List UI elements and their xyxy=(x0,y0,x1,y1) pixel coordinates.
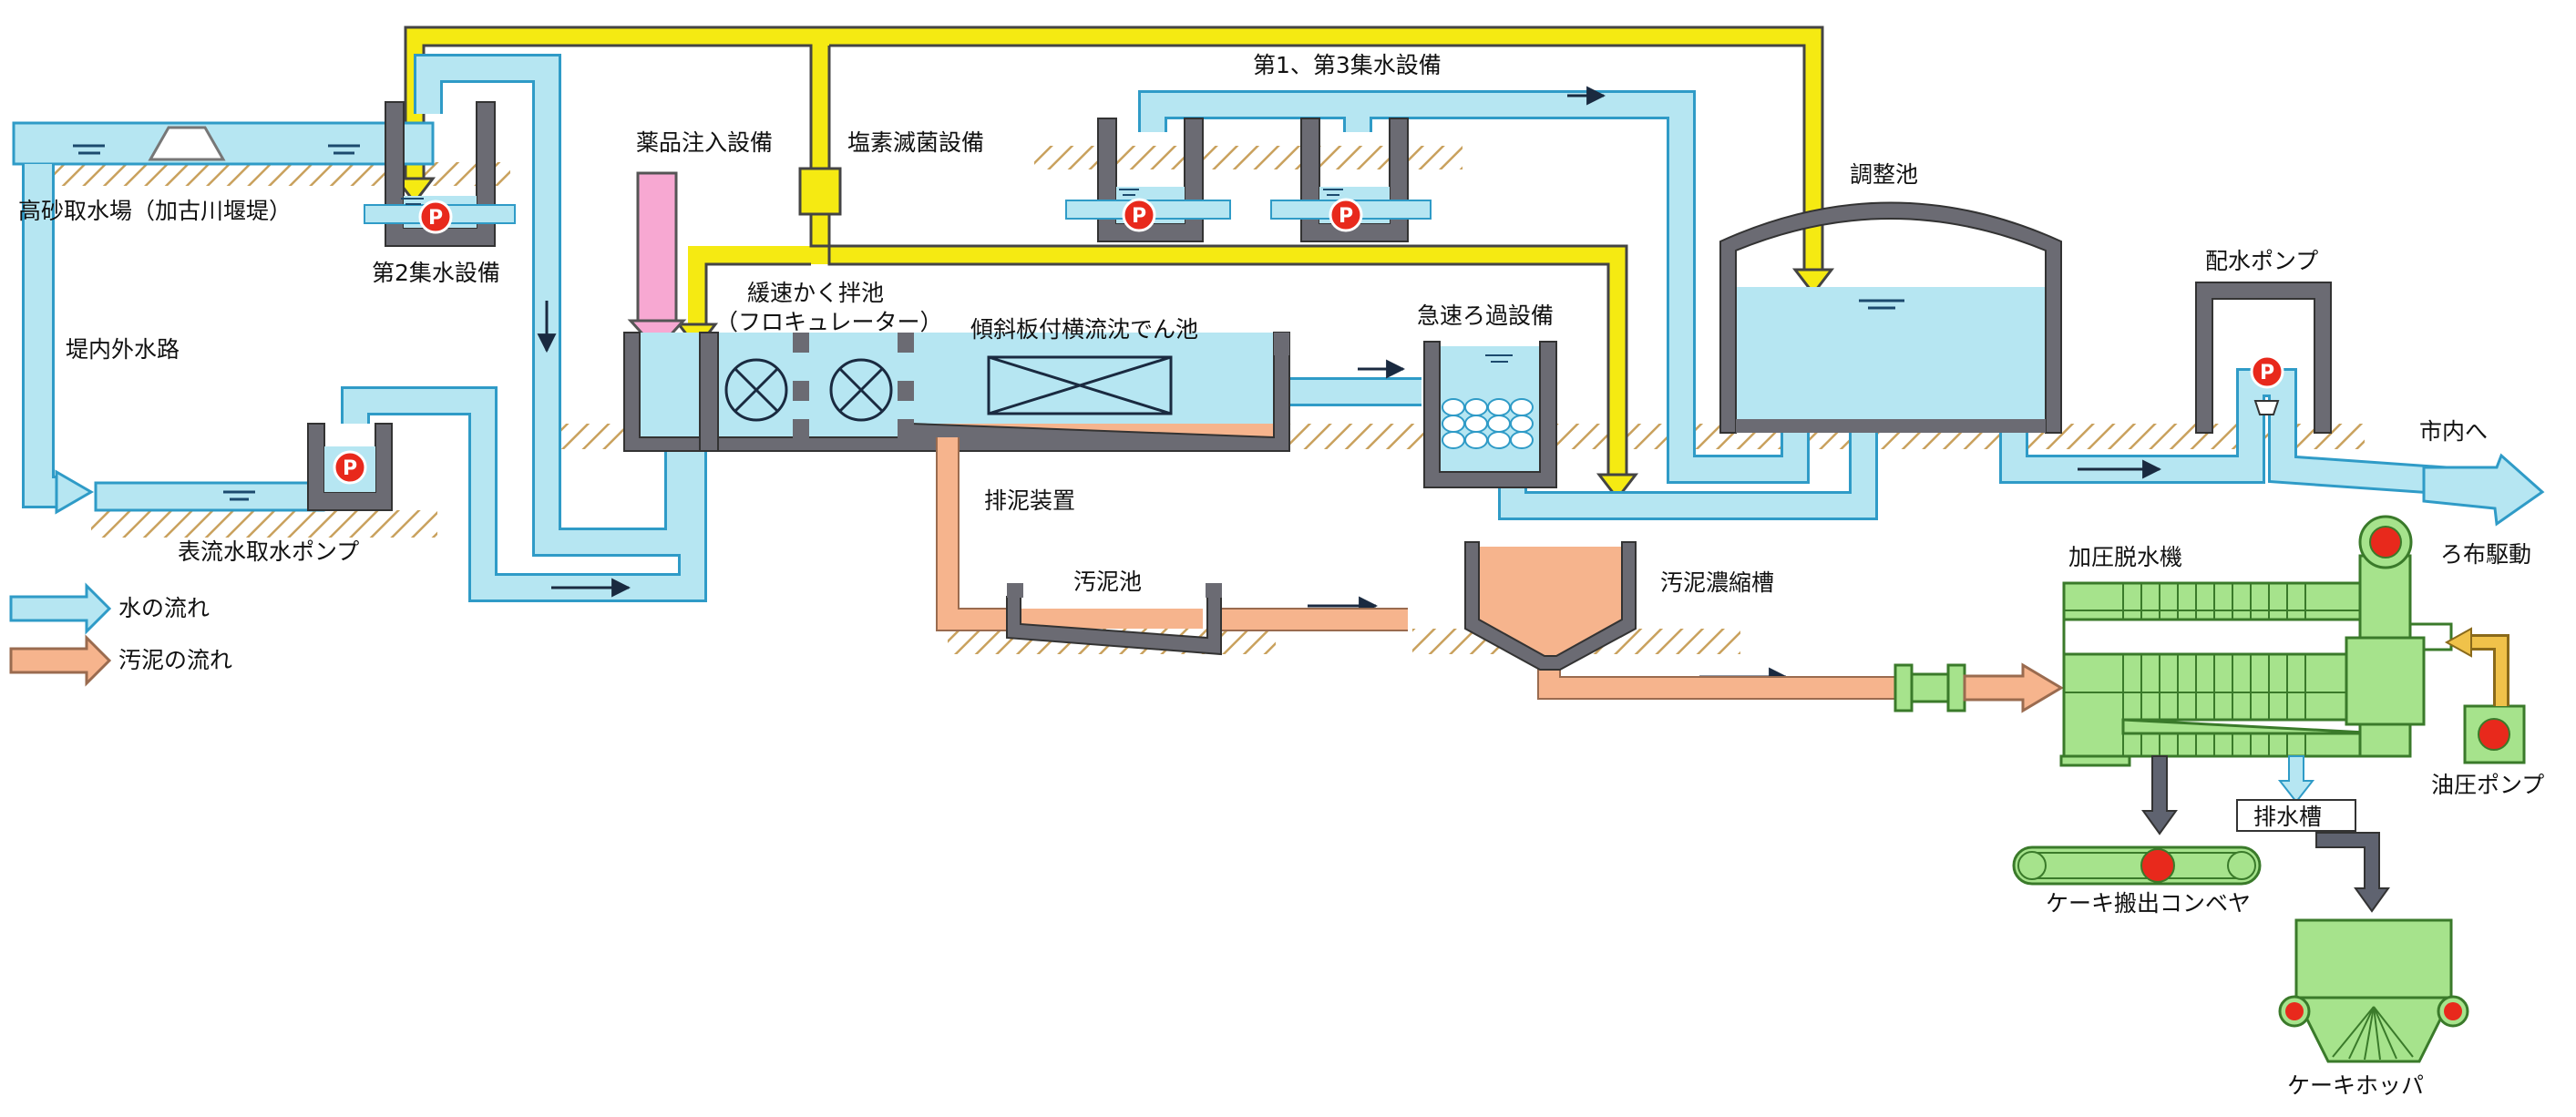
label-sludge-pond: 汚泥池 xyxy=(1073,569,1142,595)
label-to-city: 市内へ xyxy=(2419,418,2488,445)
sludge-to-dehydrator-arrow xyxy=(1963,662,2064,713)
legend-water-arrow xyxy=(9,582,112,635)
label-cloth-drive: ろ布駆動 xyxy=(2440,541,2531,568)
levee-channel xyxy=(22,164,59,508)
chlorination-line-outline xyxy=(404,26,1824,478)
chemical-injection-equipment xyxy=(627,171,687,353)
treatment-basins xyxy=(623,332,1290,452)
drain-tank-box xyxy=(2236,799,2356,832)
adjustment-tank xyxy=(1719,201,2062,434)
label-cake-conveyor: ケーキ搬出コンベヤ xyxy=(2046,890,2251,917)
label-press-dehydrator: 加圧脱水機 xyxy=(2068,544,2182,570)
label-levee-channel: 堤内外水路 xyxy=(66,336,180,363)
label-rapid-filter: 急速ろ過設備 xyxy=(1417,302,1554,329)
label-surface-pump: 表流水取水ポンプ xyxy=(178,538,359,565)
surface-pump-station: P xyxy=(307,423,393,511)
dehydrator-output-arrows xyxy=(2141,755,2390,913)
legend-sludge-arrow xyxy=(9,634,112,687)
sludge-thickener xyxy=(1464,541,1637,671)
chlorination-injector xyxy=(798,167,842,216)
legend-sludge-label: 汚泥の流れ xyxy=(118,647,232,673)
svg-text:P: P xyxy=(343,457,357,480)
sludge-pipe-coupling xyxy=(1894,663,1966,712)
svg-text:P: P xyxy=(1339,205,1353,228)
label-adjustment-tank: 調整池 xyxy=(1850,161,1918,188)
hopper-motor-left xyxy=(2285,1002,2304,1020)
label-distribution-pump: 配水ポンプ xyxy=(2205,248,2318,274)
label-no1-no3-collection: 第1、第3集水設備 xyxy=(1253,52,1442,78)
legend: 水の流れ 汚泥の流れ xyxy=(9,582,232,687)
no1-no3-collection-facility: P P xyxy=(1065,118,1432,242)
surface-canal xyxy=(94,481,325,512)
label-takasago-intake: 高砂取水場（加古川堰堤） xyxy=(18,198,292,224)
rapid-filter xyxy=(1423,341,1557,488)
distribution-pump-station: P xyxy=(2195,282,2332,434)
label-sludge-thickener: 汚泥濃縮槽 xyxy=(1660,569,1774,596)
press-dehydrator xyxy=(2059,515,2453,767)
cake-hopper xyxy=(2278,918,2469,1063)
sludge-pipes xyxy=(936,437,2032,700)
svg-text:P: P xyxy=(1132,205,1146,228)
hopper-motor-right xyxy=(2444,1002,2462,1020)
legend-water-label: 水の流れ xyxy=(118,595,210,621)
cloth-drive-motor xyxy=(2369,526,2402,558)
inclined-plate-settler xyxy=(987,355,1173,415)
label-flocculator-line1: 緩速かく拌池 xyxy=(747,280,884,306)
svg-text:P: P xyxy=(2260,362,2274,384)
facility-labels: 高砂取水場（加古川堰堤） 第2集水設備 堤内外水路 表流水取水ポンプ 薬品注入設… xyxy=(18,52,2544,1099)
flocculator-mixers xyxy=(724,358,893,422)
label-cake-hopper: ケーキホッパ xyxy=(2287,1072,2424,1099)
label-sedimentation: 傾斜板付横流沈でん池 xyxy=(970,316,1198,343)
label-sludge-discharge: 排泥装置 xyxy=(984,487,1075,514)
label-no2-collection: 第2集水設備 xyxy=(372,260,500,286)
label-chemical-injection: 薬品注入設備 xyxy=(636,129,773,156)
river-intake xyxy=(12,121,435,166)
label-drain-tank: 排水槽 xyxy=(2253,804,2322,830)
label-chlorination: 塩素滅菌設備 xyxy=(847,129,984,156)
cake-conveyor xyxy=(2012,845,2262,886)
hydraulic-pump xyxy=(2444,627,2526,764)
sludge-pond xyxy=(1006,583,1222,656)
to-city-arrow xyxy=(2422,453,2545,527)
no2-collection-pump: P xyxy=(418,200,453,234)
svg-text:P: P xyxy=(428,207,443,230)
label-flocculator-line2: （フロキュレーター） xyxy=(715,309,943,335)
label-hydraulic-pump: 油圧ポンプ xyxy=(2431,772,2544,798)
levee-channel-arrow xyxy=(55,469,94,515)
